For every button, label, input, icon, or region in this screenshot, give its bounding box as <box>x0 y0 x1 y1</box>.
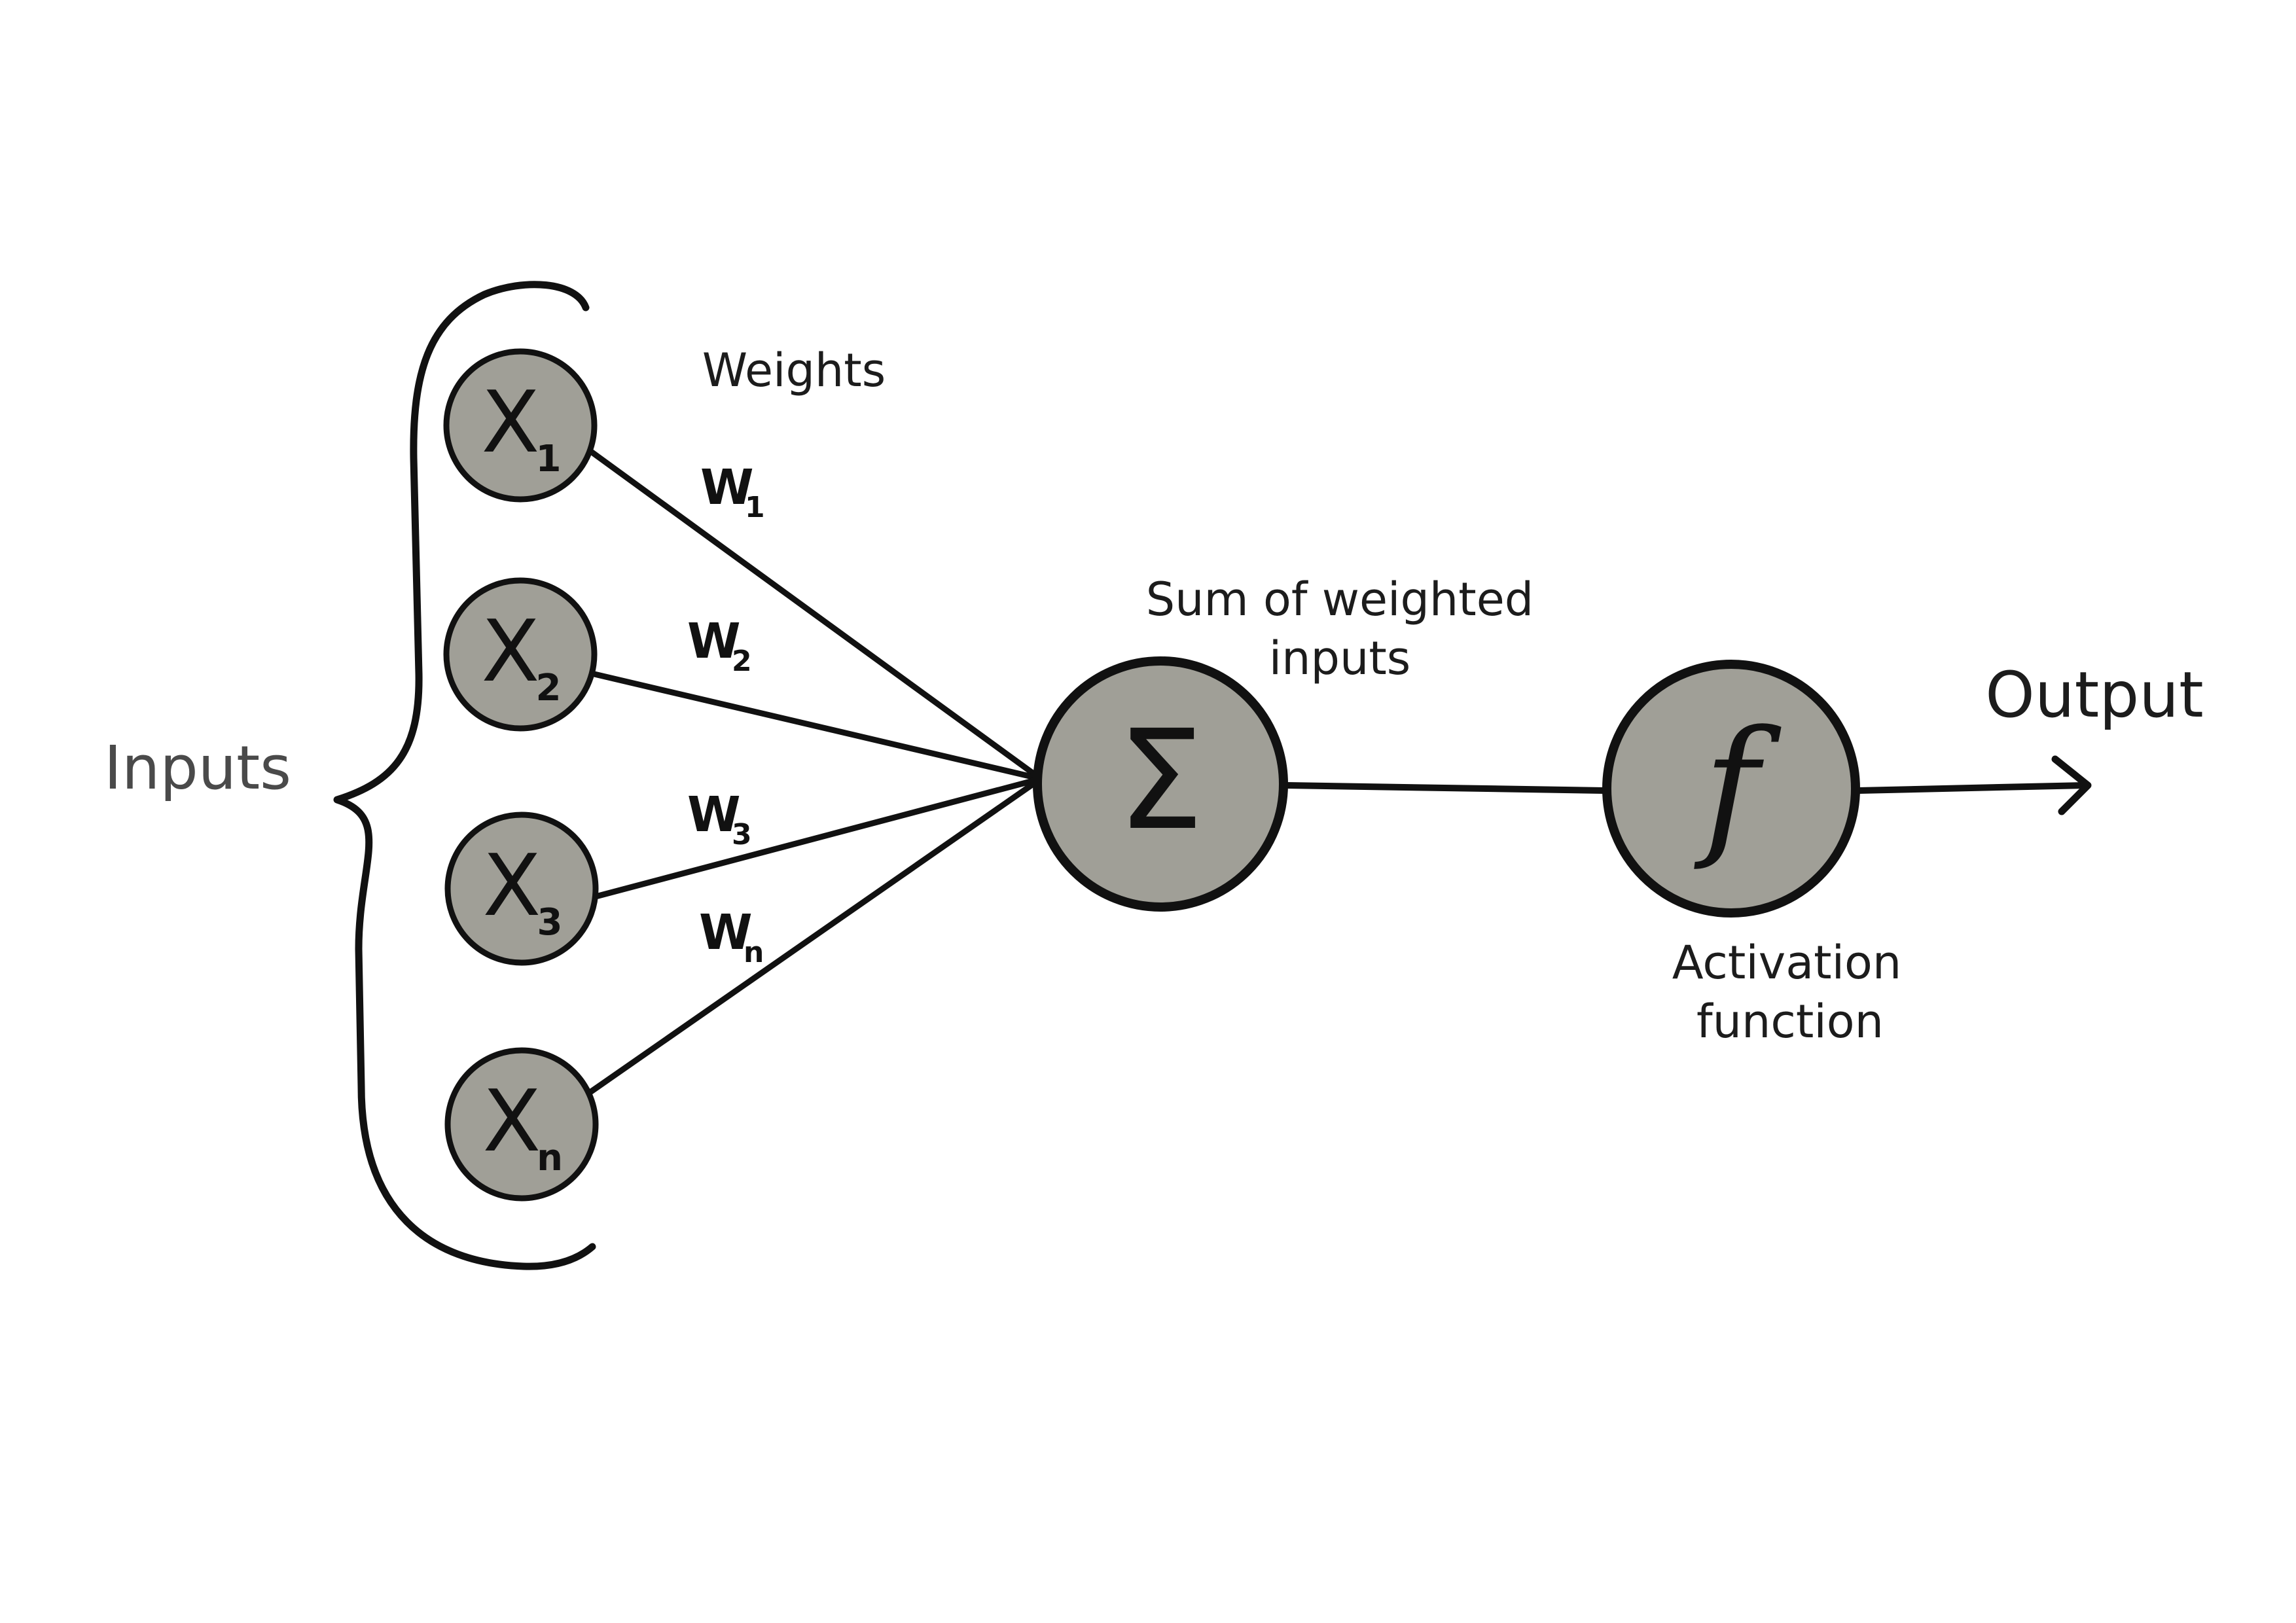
input-node-n: X n <box>444 1047 599 1202</box>
output-arrow-line <box>1856 782 2088 794</box>
weight-label-n-sub: n <box>744 936 764 969</box>
input-node-2: X 2 <box>443 577 598 732</box>
activation-label-line2: function <box>1696 995 1884 1048</box>
sum-label-line2: inputs <box>1269 632 1411 685</box>
weight-label-2-letter: W <box>687 613 741 669</box>
inputs-label: Inputs <box>104 733 291 803</box>
input-node-3-sub: 3 <box>537 901 563 944</box>
weight-line-3 <box>592 776 1044 900</box>
activation-label-line1: Activation <box>1672 936 1901 990</box>
weight-label-1-letter: W <box>700 459 754 516</box>
input-node-1-letter: X <box>481 372 539 472</box>
input-node-3-letter: X <box>482 836 541 935</box>
weight-label-1: W 1 <box>700 459 765 524</box>
input-node-1: X 1 <box>443 348 598 503</box>
weight-label-1-sub: 1 <box>745 491 765 524</box>
weight-label-3: W 3 <box>687 787 752 851</box>
input-node-n-sub: n <box>537 1137 563 1179</box>
input-node-2-letter: X <box>481 601 539 701</box>
sigma-icon: Σ <box>1117 700 1204 861</box>
weights-label: Weights <box>702 344 886 397</box>
inputs-brace <box>333 281 596 1270</box>
sum-label-line1: Sum of weighted <box>1146 573 1534 626</box>
input-node-3: X 3 <box>444 812 599 966</box>
input-node-n-letter: X <box>482 1071 541 1171</box>
weight-line-1 <box>588 448 1044 782</box>
sum-to-activation-line <box>1283 782 1607 794</box>
weight-line-n <box>588 776 1044 1095</box>
weight-label-3-sub: 3 <box>732 818 752 851</box>
input-node-2-sub: 2 <box>536 667 562 709</box>
output-arrow-head <box>2051 755 2092 815</box>
weight-label-n-letter: W <box>699 904 753 961</box>
weight-line-2 <box>591 671 1044 782</box>
activation-node: f <box>1602 660 1860 918</box>
weight-label-3-letter: W <box>687 787 741 843</box>
output-label: Output <box>1985 658 2203 732</box>
sum-node: Σ <box>1033 656 1288 912</box>
weight-label-2: W 2 <box>687 613 752 678</box>
weight-label-2-sub: 2 <box>732 645 752 678</box>
input-node-1-sub: 1 <box>536 438 562 480</box>
weight-label-n: W n <box>699 904 764 969</box>
